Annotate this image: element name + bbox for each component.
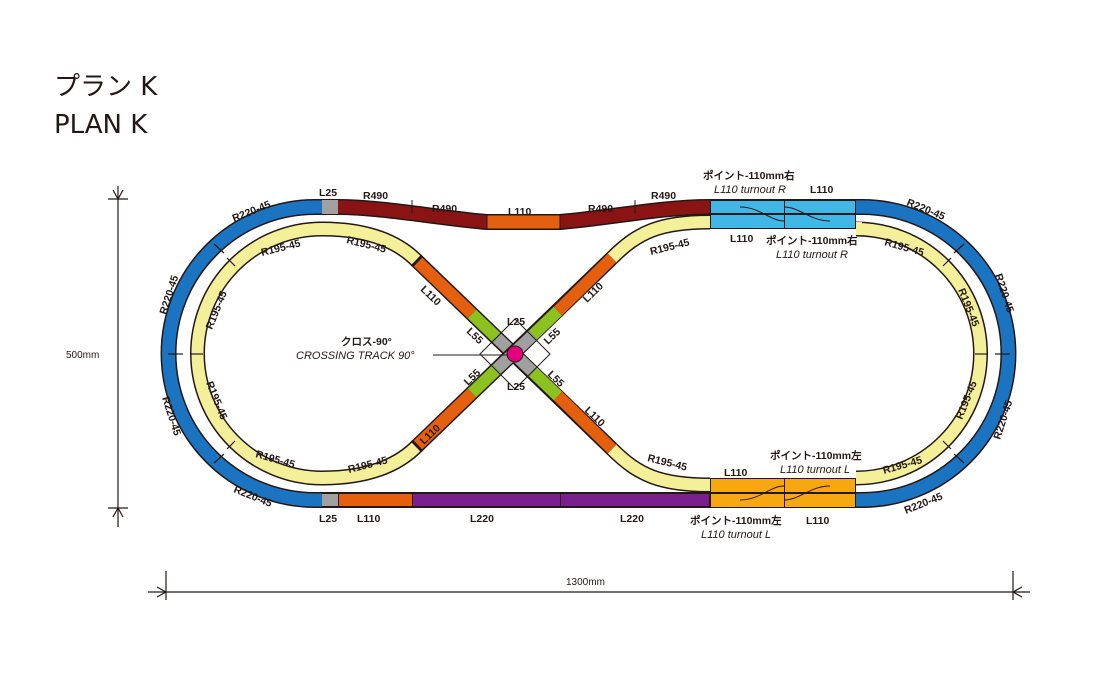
l220-left-piece — [413, 494, 560, 506]
turnout-r-top-jp: ポイント-110mm右 — [703, 169, 795, 182]
turnout-l-bottom-en: L110 turnout L — [701, 529, 771, 541]
left-loop-bottom-curve — [321, 439, 424, 486]
label-l110-bottom: L110 — [357, 513, 381, 525]
turnout-r-top-l110: L110 — [810, 184, 834, 196]
label-l25-top: L25 — [319, 187, 337, 199]
l25-top-piece — [322, 200, 338, 214]
l220-right-piece — [561, 494, 709, 506]
height-label: 500mm — [66, 350, 99, 361]
turnout-l-bottom-l110: L110 — [806, 515, 830, 527]
turnout-r-bottom-jp: ポイント-110mm右 — [766, 234, 858, 247]
label-r490-d: R490 — [651, 190, 676, 202]
label-r490-b: R490 — [432, 203, 457, 215]
height-dimension — [108, 186, 128, 527]
label-r490-a: R490 — [363, 190, 388, 202]
right-loop-bottom-curve — [606, 443, 711, 493]
r490-right-pair — [559, 200, 711, 229]
label-r195-tr-inner: R195-45 — [649, 236, 691, 257]
crossing-marker — [506, 345, 524, 363]
turnout-l-top-l110: L110 — [724, 467, 748, 479]
width-dimension — [148, 571, 1030, 600]
turnout-l-bottom — [710, 478, 856, 508]
r195-joints — [190, 257, 988, 450]
turnout-r-bottom-l110: L110 — [730, 233, 754, 245]
label-l25-bottom: L25 — [319, 513, 337, 525]
turnout-r-top — [710, 200, 856, 229]
turnout-l-bottom-jp: ポイント-110mm左 — [690, 514, 782, 527]
turnout-r-bottom-en: L110 turnout R — [776, 249, 848, 261]
l25-bottom-piece — [322, 494, 338, 506]
crossing-outline — [479, 318, 551, 390]
turnout-l-top-en: L110 turnout L — [780, 464, 850, 476]
label-l110-top: L110 — [508, 206, 532, 218]
top-straight-row — [322, 199, 856, 230]
plan-title-jp: プラン K — [54, 72, 158, 102]
crossing-label-en: CROSSING TRACK 90° — [296, 350, 415, 362]
r220-joints — [168, 243, 1010, 464]
label-r490-c: R490 — [588, 203, 613, 215]
turnout-r-top-en: L110 turnout R — [714, 184, 786, 196]
r490-left-pair — [337, 200, 488, 229]
inner-right-curve — [855, 221, 988, 486]
label-l220-b: L220 — [620, 513, 644, 525]
turnout-l-top-jp: ポイント-110mm左 — [770, 449, 862, 462]
crossing-label-jp: クロス-90° — [341, 336, 392, 348]
right-loop-top-curve — [606, 214, 711, 264]
plan-title-en: PLAN K — [54, 110, 148, 140]
width-label: 1300mm — [566, 577, 605, 588]
l110-bottom-piece — [339, 494, 412, 506]
left-loop-top-curve — [321, 221, 424, 268]
label-l25-cross-top: L25 — [507, 316, 525, 328]
label-l220-a: L220 — [470, 513, 494, 525]
label-l25-cross-bottom: L25 — [507, 381, 525, 393]
